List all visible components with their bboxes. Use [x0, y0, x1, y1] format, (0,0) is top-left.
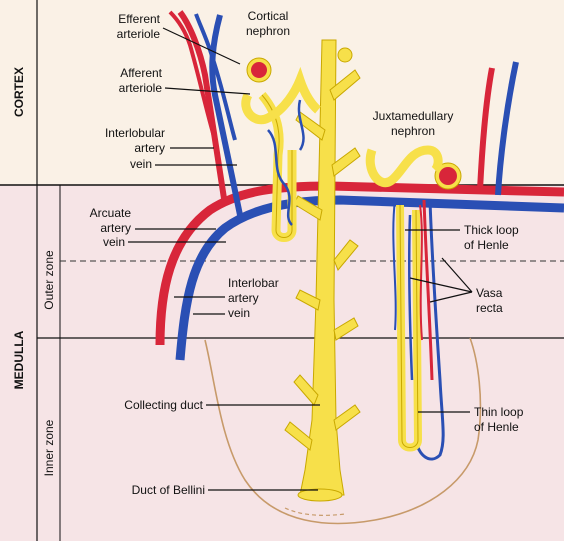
- medulla-region: [0, 185, 564, 541]
- cortical-nephron: [241, 57, 322, 242]
- cortical-nephron-label-2: nephron: [246, 24, 290, 38]
- interlobar-label: Interlobar: [228, 276, 279, 290]
- cortex-label: CORTEX: [12, 67, 26, 117]
- arcuate-artery-label: artery: [100, 221, 131, 235]
- efferent-label-2: arteriole: [117, 27, 161, 41]
- cortical-nephron-label-1: Cortical: [248, 9, 289, 23]
- outer-zone-label: Outer zone: [42, 250, 56, 310]
- afferent-label-1: Afferent: [120, 66, 162, 80]
- inner-zone-label: Inner zone: [42, 419, 56, 476]
- vasa-recta-leader-2: [429, 291, 473, 303]
- medulla-label: MEDULLA: [12, 330, 26, 389]
- interlobar-vein-label: vein: [228, 306, 250, 320]
- interlobular-label: Interlobular: [105, 126, 165, 140]
- thick-loop-label-2: of Henle: [464, 238, 509, 252]
- juxtamedullary-glomerulus: [439, 167, 457, 185]
- efferent-leader: [162, 27, 241, 65]
- vasa-recta-label-1: Vasa: [476, 286, 503, 300]
- vasa-recta-leader-1: [409, 277, 473, 293]
- interlobular-vein-label: vein: [130, 157, 152, 171]
- thick-loop-label-1: Thick loop: [464, 223, 519, 237]
- interlobar-artery-label: artery: [228, 291, 259, 305]
- juxtamedullary-label-2: nephron: [391, 124, 435, 138]
- efferent-label-1: Efferent: [118, 12, 160, 26]
- afferent-label-2: arteriole: [119, 81, 163, 95]
- vasa-recta-leader-3: [441, 257, 473, 293]
- thin-loop-label-1: Thin loop: [474, 405, 524, 419]
- arcuate-vein-label: vein: [103, 235, 125, 249]
- cortical-glomerulus: [251, 62, 267, 78]
- collecting-duct: [284, 39, 361, 502]
- collecting-duct-label: Collecting duct: [124, 398, 203, 412]
- juxtamedullary-nephron: [365, 145, 462, 452]
- juxtamedullary-label-1: Juxtamedullary: [373, 109, 454, 123]
- vasa-recta-label-2: recta: [476, 301, 503, 315]
- vasa-recta-vessels: [407, 199, 445, 461]
- duct-of-bellini-label: Duct of Bellini: [132, 483, 205, 497]
- thin-loop-label-2: of Henle: [474, 420, 519, 434]
- afferent-leader: [164, 87, 251, 95]
- renal-papilla-outline: [204, 337, 482, 525]
- arcuate-label: Arcuate: [90, 206, 132, 220]
- interlobular-artery-label: artery: [134, 141, 165, 155]
